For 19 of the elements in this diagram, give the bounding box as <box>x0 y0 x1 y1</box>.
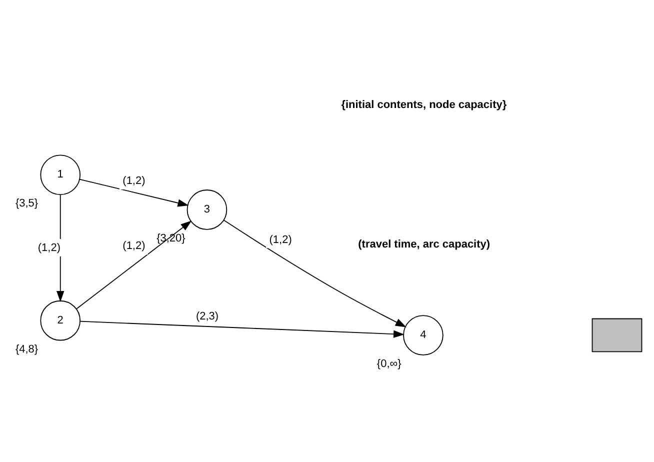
edge-label: (1,2) <box>38 242 61 254</box>
node-circle: 3 <box>186 190 228 230</box>
node-circle: 1 <box>40 154 81 196</box>
arrow <box>224 220 406 328</box>
label: {initial contents, node capacity} <box>341 99 507 112</box>
node-label: {4,8} <box>15 343 38 356</box>
node-box <box>592 318 642 352</box>
edge-label: (1,2) <box>269 234 292 246</box>
arrow <box>80 320 405 338</box>
arrow <box>79 178 189 207</box>
node-circle: 2 <box>40 300 81 341</box>
edge-label: (1,2) <box>122 175 146 188</box>
edge-label: (1,2) <box>122 240 146 252</box>
label: (travel time, arc capacity) <box>358 238 490 250</box>
node-label: {0,∞} <box>376 358 402 370</box>
node-circle: 4 <box>403 315 444 356</box>
node-label: {3,5} <box>15 198 38 210</box>
edge-label: (2,3) <box>196 310 219 323</box>
arrow <box>76 220 192 310</box>
